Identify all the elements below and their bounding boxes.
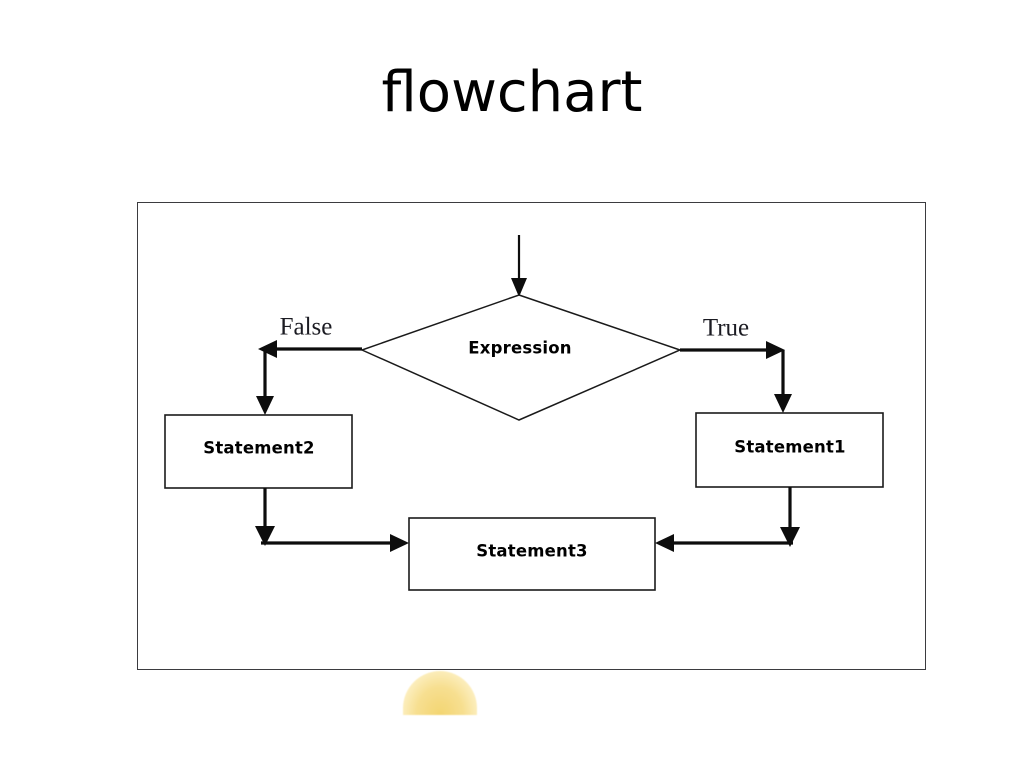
edge-expression-to-statement2 [256, 340, 362, 415]
node-statement3-label: Statement3 [476, 542, 587, 561]
node-statement2[interactable]: Statement2 [164, 414, 353, 489]
node-statement1-label: Statement1 [734, 438, 845, 457]
flowchart-diagram: Expression False True Statement2 [164, 235, 884, 591]
branch-label-true: True [703, 315, 749, 342]
node-expression-label: Expression [468, 339, 571, 358]
edge-statement1-to-statement3 [655, 487, 800, 552]
branch-label-false: False [280, 314, 333, 341]
node-statement2-label: Statement2 [203, 439, 314, 458]
node-expression[interactable]: Expression [359, 294, 683, 421]
node-statement3[interactable]: Statement3 [408, 517, 656, 591]
page-title: flowchart [381, 60, 643, 125]
node-statement1[interactable]: Statement1 [695, 412, 884, 488]
edge-expression-to-statement1 [680, 341, 792, 413]
edge-statement2-to-statement3 [255, 488, 409, 552]
edge-entry-to-expression [511, 235, 527, 297]
decorative-dome [403, 671, 477, 715]
